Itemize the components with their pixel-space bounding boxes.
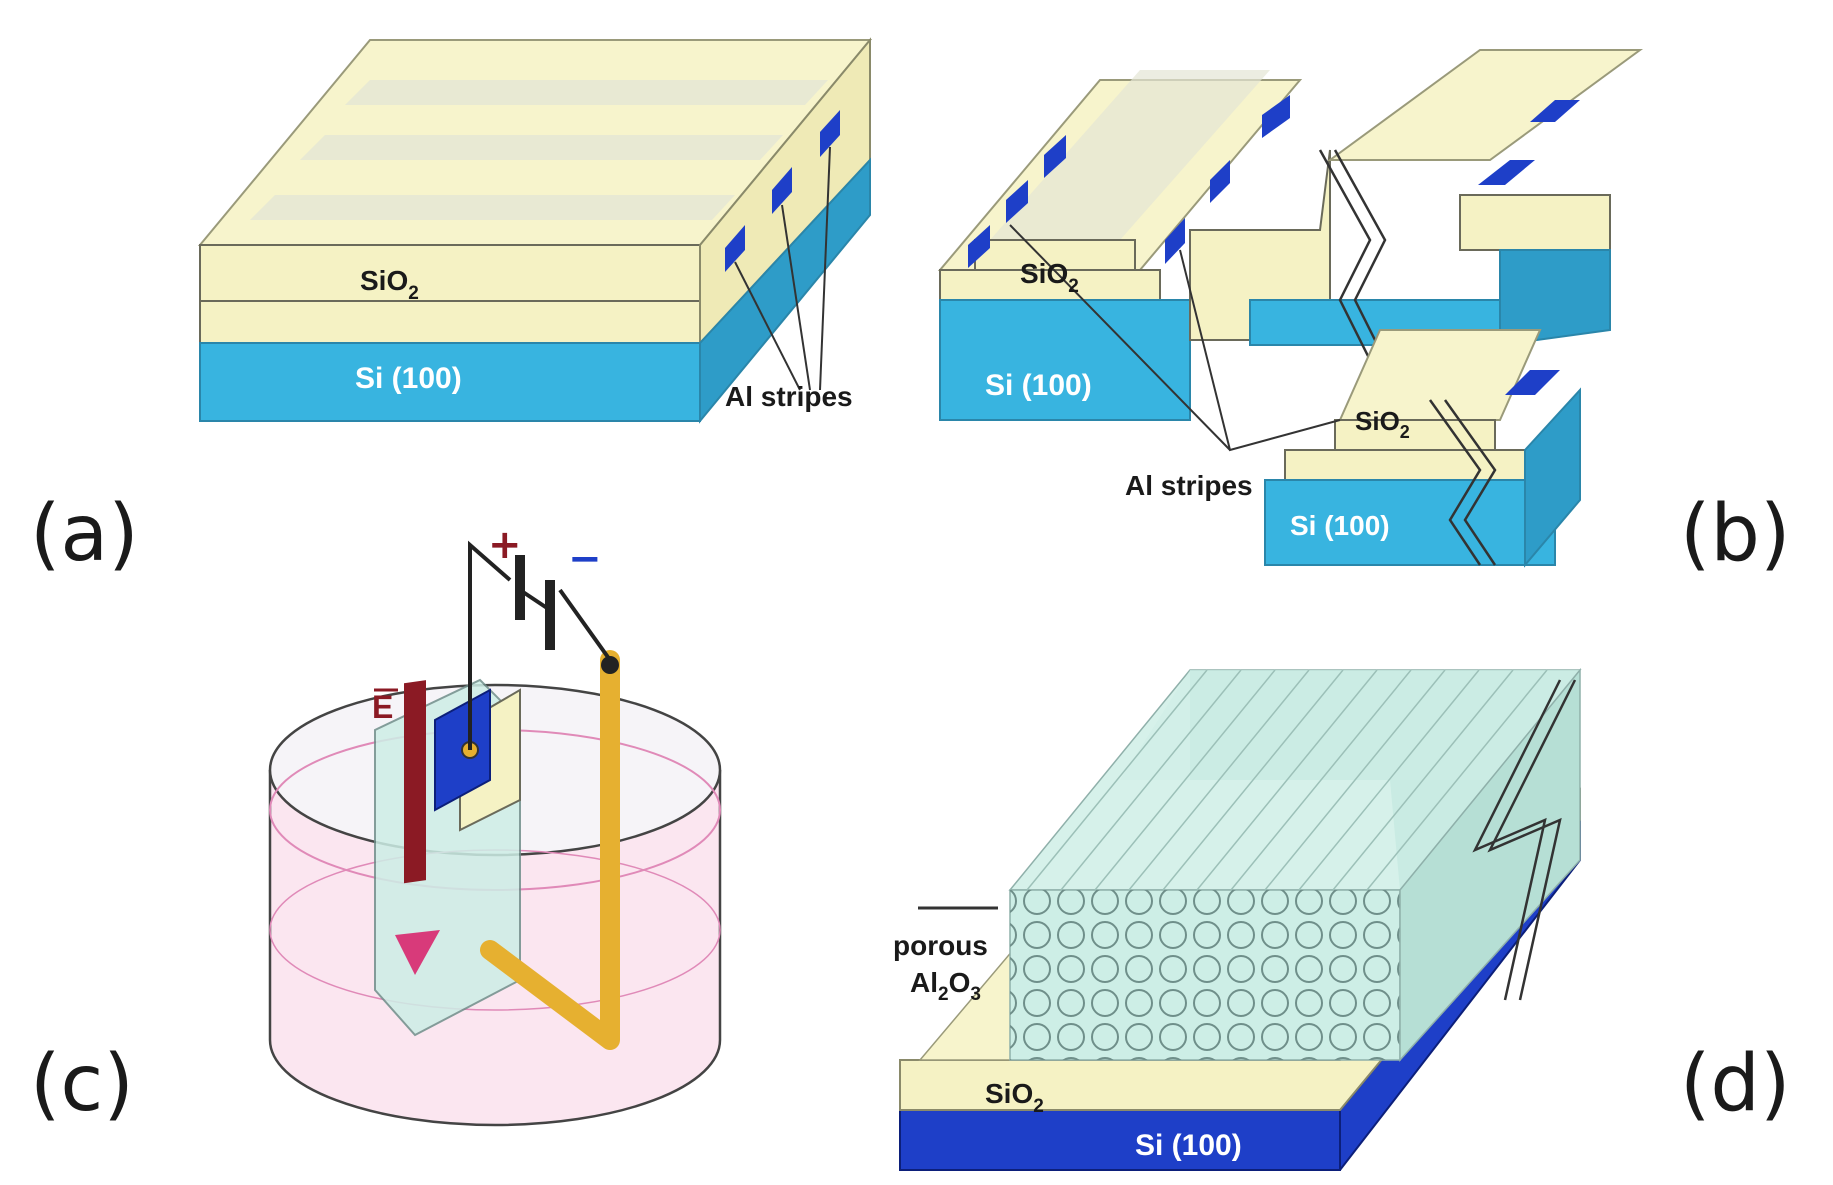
- panel-a-al-stripe: [725, 225, 745, 272]
- panel-b-al-stripe: [1262, 95, 1290, 138]
- panel-a-substrate-label: Si (100): [355, 362, 462, 395]
- porous-label-line1: porous: [893, 930, 988, 961]
- panel-b-al-stripe: [1044, 135, 1066, 178]
- panel-b-al-stripe: [968, 225, 990, 268]
- panel-b-al-stripe: [1478, 160, 1535, 185]
- panel-c-letter: (c): [30, 1039, 134, 1129]
- circuit-wire: [468, 540, 512, 750]
- panel-a-stripes-label: Al stripes: [725, 381, 853, 412]
- panel-a-oxide-label: SiO2: [360, 265, 419, 304]
- panel-b-al-stripe: [1165, 218, 1185, 264]
- panel-a-oxide-layer-lower: [199, 300, 701, 344]
- panel-b-substrate: [939, 299, 1191, 421]
- panel-b: SiO2 Si (100) SiO2 Si (100) Al stripes (…: [937, 49, 1790, 579]
- field-arrow-head: [395, 930, 440, 975]
- field-label: E: [372, 689, 393, 725]
- panel-d-substrate-label: Si (100): [1135, 1129, 1242, 1162]
- panel-c: E + − (c): [30, 522, 722, 1129]
- panel-d: porous Al2O3 SiO2 Si (100) (d): [893, 667, 1790, 1171]
- panel-d-oxide-label: SiO2: [985, 1078, 1044, 1117]
- panel-a-letter: (a): [30, 489, 139, 579]
- panel-d-substrate: [899, 1109, 1341, 1171]
- plus-label: +: [488, 522, 522, 568]
- circuit-wire: [558, 588, 612, 662]
- panel-b-al-stripe: [1006, 180, 1028, 223]
- cathode-electrode: [480, 650, 620, 1050]
- panel-b-oxide-label: SiO2: [1020, 258, 1079, 297]
- panel-a: SiO2 Si (100) Al stripes (a): [30, 37, 873, 579]
- field-arrow-shaft: [404, 680, 426, 884]
- panel-a-al-stripe: [820, 110, 840, 157]
- panel-b-al-stripe: [1530, 100, 1580, 122]
- panel-b-oxide-label-2: SiO2: [1355, 406, 1410, 442]
- panel-d-letter: (d): [1680, 1039, 1790, 1129]
- panel-a-oxide-layer: [199, 244, 701, 302]
- panel-b-substrate-label-2: Si (100): [1290, 510, 1390, 541]
- porous-label-line2: Al2O3: [910, 967, 981, 1005]
- panel-b-substrate-2: [1264, 479, 1556, 566]
- alumina-pores: [1010, 890, 1400, 1060]
- panel-b-letter: (b): [1680, 489, 1790, 579]
- panel-a-al-stripe: [772, 167, 792, 214]
- panel-b-al-stripe: [1210, 160, 1230, 203]
- panel-a-substrate: [199, 342, 701, 422]
- panel-b-al-stripe: [1505, 370, 1560, 395]
- minus-label: −: [568, 536, 602, 582]
- panel-b-substrate-label: Si (100): [985, 369, 1092, 402]
- panel-b-stripes-label: Al stripes: [1125, 470, 1253, 501]
